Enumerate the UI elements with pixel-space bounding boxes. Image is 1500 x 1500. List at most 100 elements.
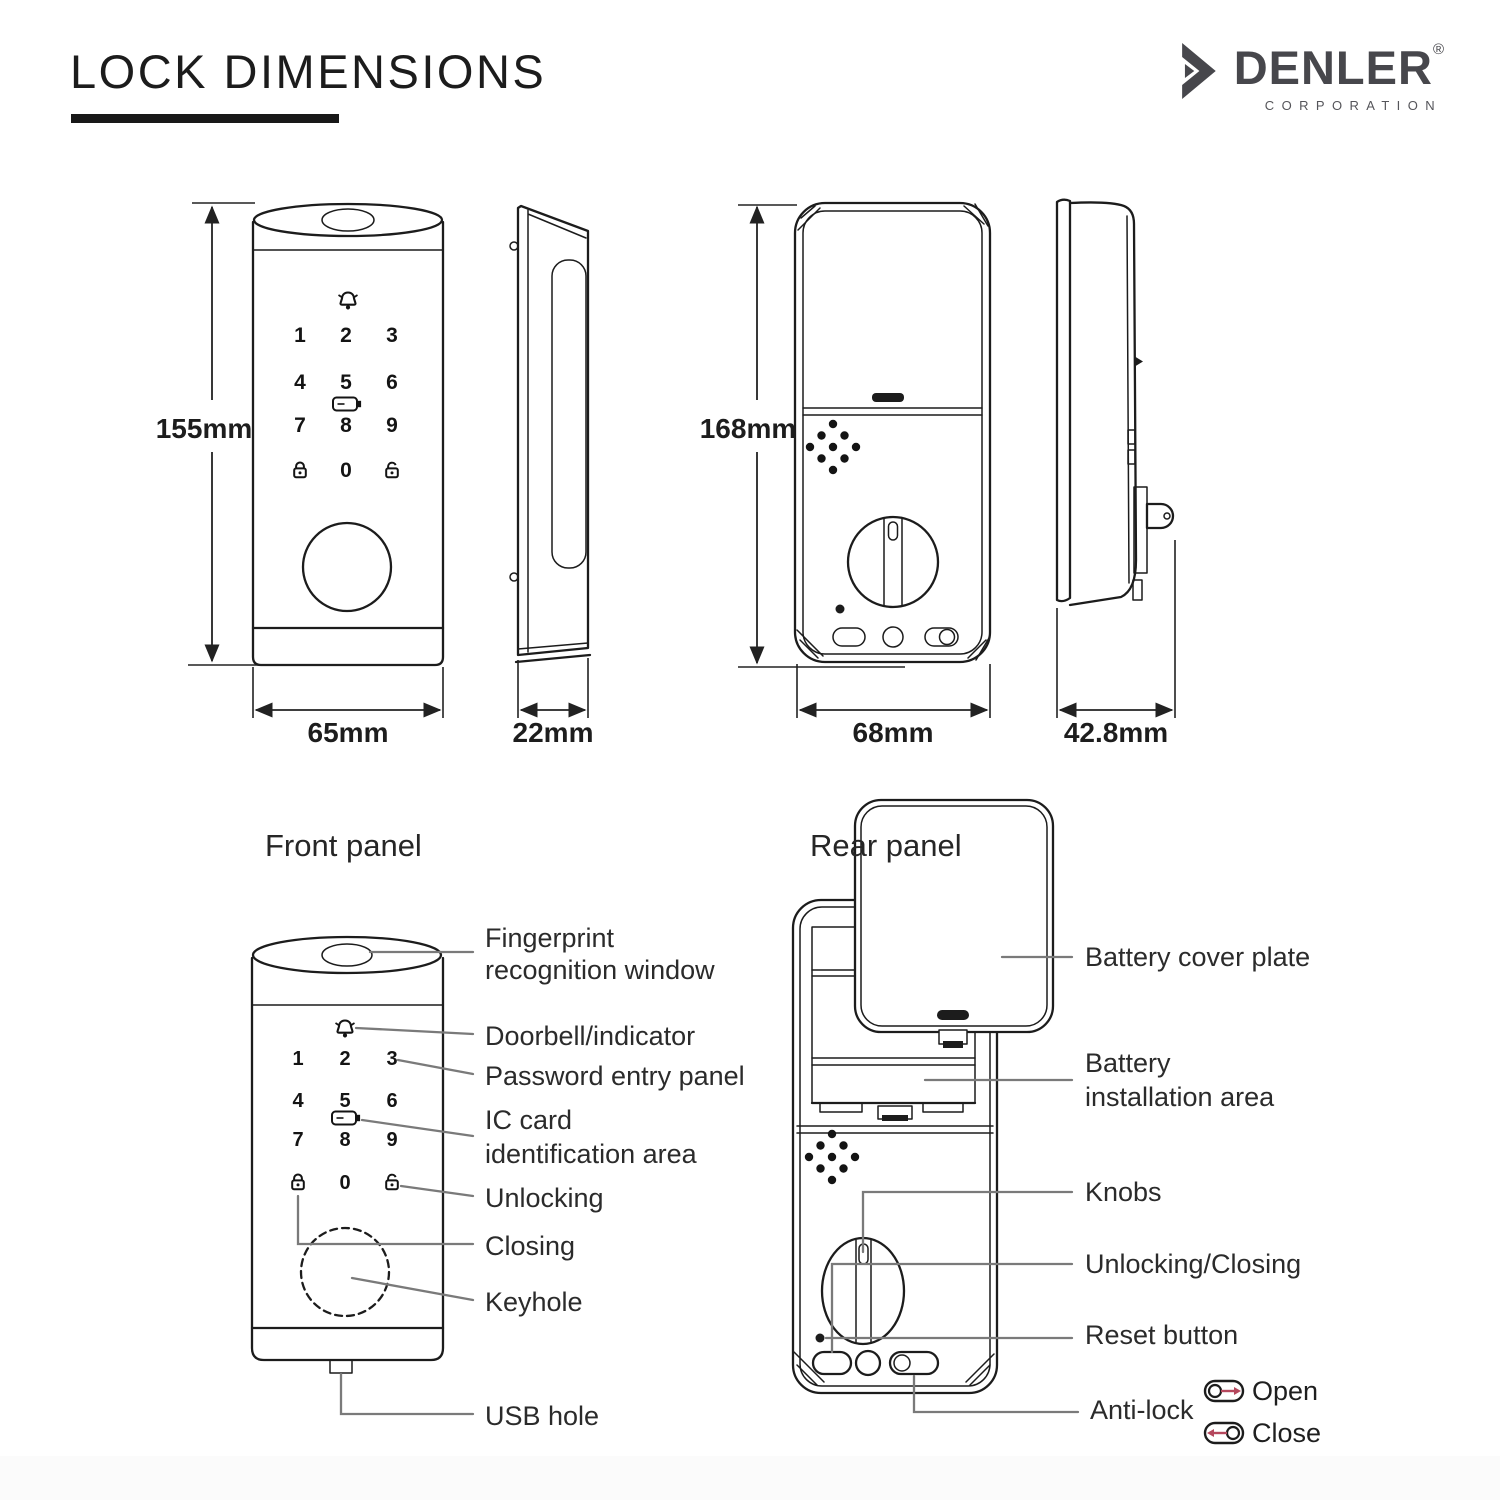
ic-card-icon: [332, 396, 363, 412]
key-4: 4: [292, 1090, 304, 1112]
antilock-legend: Open Close: [1203, 1376, 1321, 1448]
front-width-label: 65mm: [308, 717, 389, 748]
front-panel-leaders: [296, 950, 475, 1416]
side-view-drawing: 22mm: [509, 204, 594, 748]
key-4: 4: [294, 371, 306, 394]
key-6: 6: [386, 1090, 397, 1112]
front-fingerprint-window: [321, 208, 375, 232]
rear-side-plate: [1055, 198, 1072, 603]
front-keypad: 1 2 3 4 5 6 7 8 9 0: [293, 324, 399, 482]
rear-side-view-drawing: 42.8mm: [1055, 198, 1176, 748]
key-8: 8: [339, 1129, 350, 1151]
rear-side-bracket: [1133, 486, 1148, 574]
usb-notch: [329, 1359, 353, 1374]
rear-panel-knob: [820, 1236, 906, 1346]
callout-antilock: Anti-lock: [1090, 1395, 1194, 1425]
rear-panel-leaders: [824, 955, 1080, 1414]
rear-panel-callouts: Battery cover plate Battery installation…: [1085, 942, 1310, 1425]
key-8: 8: [340, 414, 352, 437]
callout-knobs: Knobs: [1085, 1177, 1162, 1207]
unlock-pill-button: [811, 1350, 853, 1376]
rear-view-drawing: 168mm 68mm: [700, 201, 992, 748]
front-panel-diagram: Front panel 1 2 3 4 5 6 7 8 9 0: [250, 828, 745, 1431]
key-7: 7: [294, 414, 306, 437]
rear-depth-label: 42.8mm: [1064, 717, 1168, 748]
rear-antilock-switch: [924, 627, 959, 647]
key-1: 1: [294, 324, 306, 347]
front-top-cap: [252, 202, 444, 238]
svg-text:installation area: installation area: [1085, 1082, 1275, 1112]
switch-close-icon: [1203, 1421, 1245, 1445]
rear-side-body: [1068, 201, 1138, 607]
antilock-switch: [888, 1350, 940, 1376]
callout-password: Password entry panel: [485, 1061, 745, 1091]
key-0: 0: [340, 459, 352, 482]
key-6: 6: [386, 371, 398, 394]
key-7: 7: [292, 1129, 303, 1151]
callout-unlocking-closing: Unlocking/Closing: [1085, 1249, 1301, 1279]
legend-open: Open: [1252, 1376, 1318, 1406]
front-height-label: 155mm: [156, 413, 253, 444]
callout-battery-install: Battery: [1085, 1048, 1171, 1078]
title-underline: [71, 114, 339, 123]
callout-keyhole: Keyhole: [485, 1287, 583, 1317]
denler-chevron-icon: [1181, 43, 1216, 99]
rear-height-label: 168mm: [700, 413, 797, 444]
reset-dot: [815, 1333, 825, 1343]
panel-body-outline: [250, 956, 445, 1362]
panel-keyhole: [299, 1226, 391, 1318]
panel-keypad: 1 2 3 4 5 6 7 8 9 0: [291, 1048, 399, 1194]
key-3: 3: [386, 324, 398, 347]
callout-fingerprint: Fingerprint: [485, 923, 615, 953]
lock-open-icon: [385, 1173, 399, 1191]
rear-width-label: 68mm: [853, 717, 934, 748]
rear-body-outline: [793, 201, 992, 664]
switch-open-icon: [1203, 1379, 1245, 1403]
speaker-icon: [804, 1129, 860, 1185]
side-depth-label: 22mm: [513, 717, 594, 748]
ic-card-icon: [331, 1110, 362, 1126]
rear-button-round: [882, 626, 904, 648]
brand-logo: DENLER® CORPORATION: [1170, 40, 1444, 113]
lock-closed-icon: [291, 1173, 305, 1191]
rear-knob: [846, 515, 940, 609]
rear-cover-slot: [872, 393, 904, 402]
rear-reset-dot: [835, 604, 845, 614]
key-9: 9: [386, 414, 398, 437]
panel-top-cap: [251, 935, 443, 975]
key-3: 3: [386, 1048, 397, 1070]
callout-unlocking: Unlocking: [485, 1183, 604, 1213]
doorbell-icon: [337, 291, 359, 311]
callout-doorbell: Doorbell/indicator: [485, 1021, 695, 1051]
side-inner-panel: [551, 259, 587, 569]
panel-fingerprint-window: [321, 943, 373, 967]
side-body-outline: [516, 204, 590, 657]
page-title: LOCK DIMENSIONS: [70, 45, 547, 98]
front-panel-heading: Front panel: [265, 828, 422, 863]
key-5: 5: [340, 371, 352, 394]
rear-panel-diagram: Rear panel Battery cover plate Battery i…: [791, 798, 1321, 1448]
callout-closing: Closing: [485, 1231, 575, 1261]
rear-side-spindle: [1145, 502, 1175, 530]
callout-usb: USB hole: [485, 1401, 599, 1431]
key-5: 5: [339, 1090, 350, 1112]
rear-button-pill: [832, 627, 866, 647]
doorbell-icon: [334, 1019, 356, 1039]
footer-band: [0, 1456, 1500, 1500]
svg-text:recognition window: recognition window: [485, 955, 715, 985]
key-2: 2: [339, 1048, 350, 1070]
svg-text:identification area: identification area: [485, 1139, 698, 1169]
lock-open-icon: [385, 461, 399, 479]
round-button: [854, 1349, 882, 1377]
key-9: 9: [386, 1129, 397, 1151]
front-panel-callouts: Fingerprint recognition window Doorbell/…: [485, 923, 745, 1431]
brand-name: DENLER: [1233, 41, 1433, 94]
brand-subtitle: CORPORATION: [1264, 98, 1442, 113]
battery-cover-plate: [853, 798, 1055, 1048]
callout-battery-cover: Battery cover plate: [1085, 942, 1310, 972]
key-0: 0: [339, 1172, 350, 1194]
brand-registered-mark: ®: [1432, 41, 1444, 58]
legend-close: Close: [1252, 1418, 1321, 1448]
